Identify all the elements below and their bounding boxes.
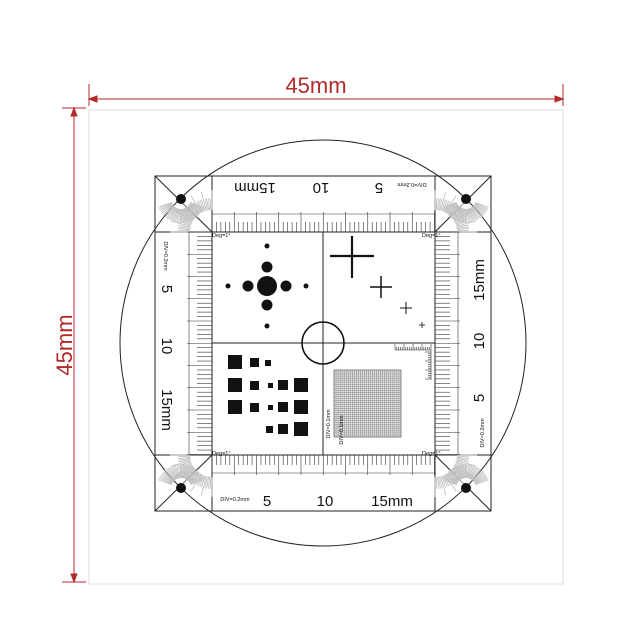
left-div-label: DIV=0.2mm	[162, 241, 168, 271]
outer-square	[88, 109, 564, 585]
bottom-scale-10: 10	[317, 493, 334, 510]
right-scale-5: 5	[471, 394, 488, 402]
center-circle	[301, 321, 345, 365]
top-scale-5: 5	[375, 179, 383, 196]
center-crosshair-lines	[212, 232, 435, 455]
outer-circle	[119, 139, 527, 547]
dot-pattern	[225, 243, 309, 329]
right-scale-numbers: 15mm 10 5 DIV=0.2mm	[471, 259, 488, 447]
deg-label-top-right: Deg=1°	[422, 233, 441, 239]
cross-pattern	[330, 236, 425, 328]
bottom-scale-5: 5	[263, 493, 271, 510]
bottom-scale-numbers: DIV=0.2mm 5 10 15mm	[220, 493, 412, 510]
top-scale-numbers: 15mm 10 5 DIV=0.2mm	[234, 179, 426, 196]
top-div-label: DIV=0.2mm	[397, 181, 427, 187]
deg-label-bottom-left: Deg=1°	[212, 451, 231, 457]
left-scale-10: 10	[158, 338, 175, 355]
top-scale-15mm: 15mm	[234, 179, 276, 196]
deg-label-top-left: Deg=1°	[212, 233, 231, 239]
height-dimension	[62, 106, 86, 584]
right-div-label: DIV=0.2mm	[480, 418, 486, 448]
right-scale-10: 10	[471, 333, 488, 350]
ruler-ticks	[187, 212, 460, 475]
bottom-scale-15mm: 15mm	[371, 493, 413, 510]
fine-grid-pattern	[333, 369, 402, 438]
width-dimension-label: 45mm	[285, 73, 346, 98]
height-dimension-label: 45mm	[52, 314, 77, 375]
grid-div-label-1: DIV=0.1mm	[326, 409, 332, 439]
left-scale-numbers: DIV=0.2mm 5 10 15mm	[158, 241, 175, 430]
width-dimension	[87, 84, 565, 106]
grid-div-label-2: DIV=0.1mm	[339, 415, 345, 445]
corner-dots	[176, 194, 471, 493]
left-scale-5: 5	[158, 285, 175, 293]
deg-label-bottom-right: Deg=1°	[422, 451, 441, 457]
top-scale-10: 10	[313, 179, 330, 196]
main-square	[154, 175, 492, 512]
corner-fans	[158, 190, 489, 497]
bottom-div-label: DIV=0.2mm	[220, 497, 250, 503]
square-pattern	[228, 355, 308, 436]
left-scale-15mm: 15mm	[158, 389, 175, 431]
mini-rulers	[394, 344, 432, 380]
right-scale-15mm: 15mm	[471, 259, 488, 301]
